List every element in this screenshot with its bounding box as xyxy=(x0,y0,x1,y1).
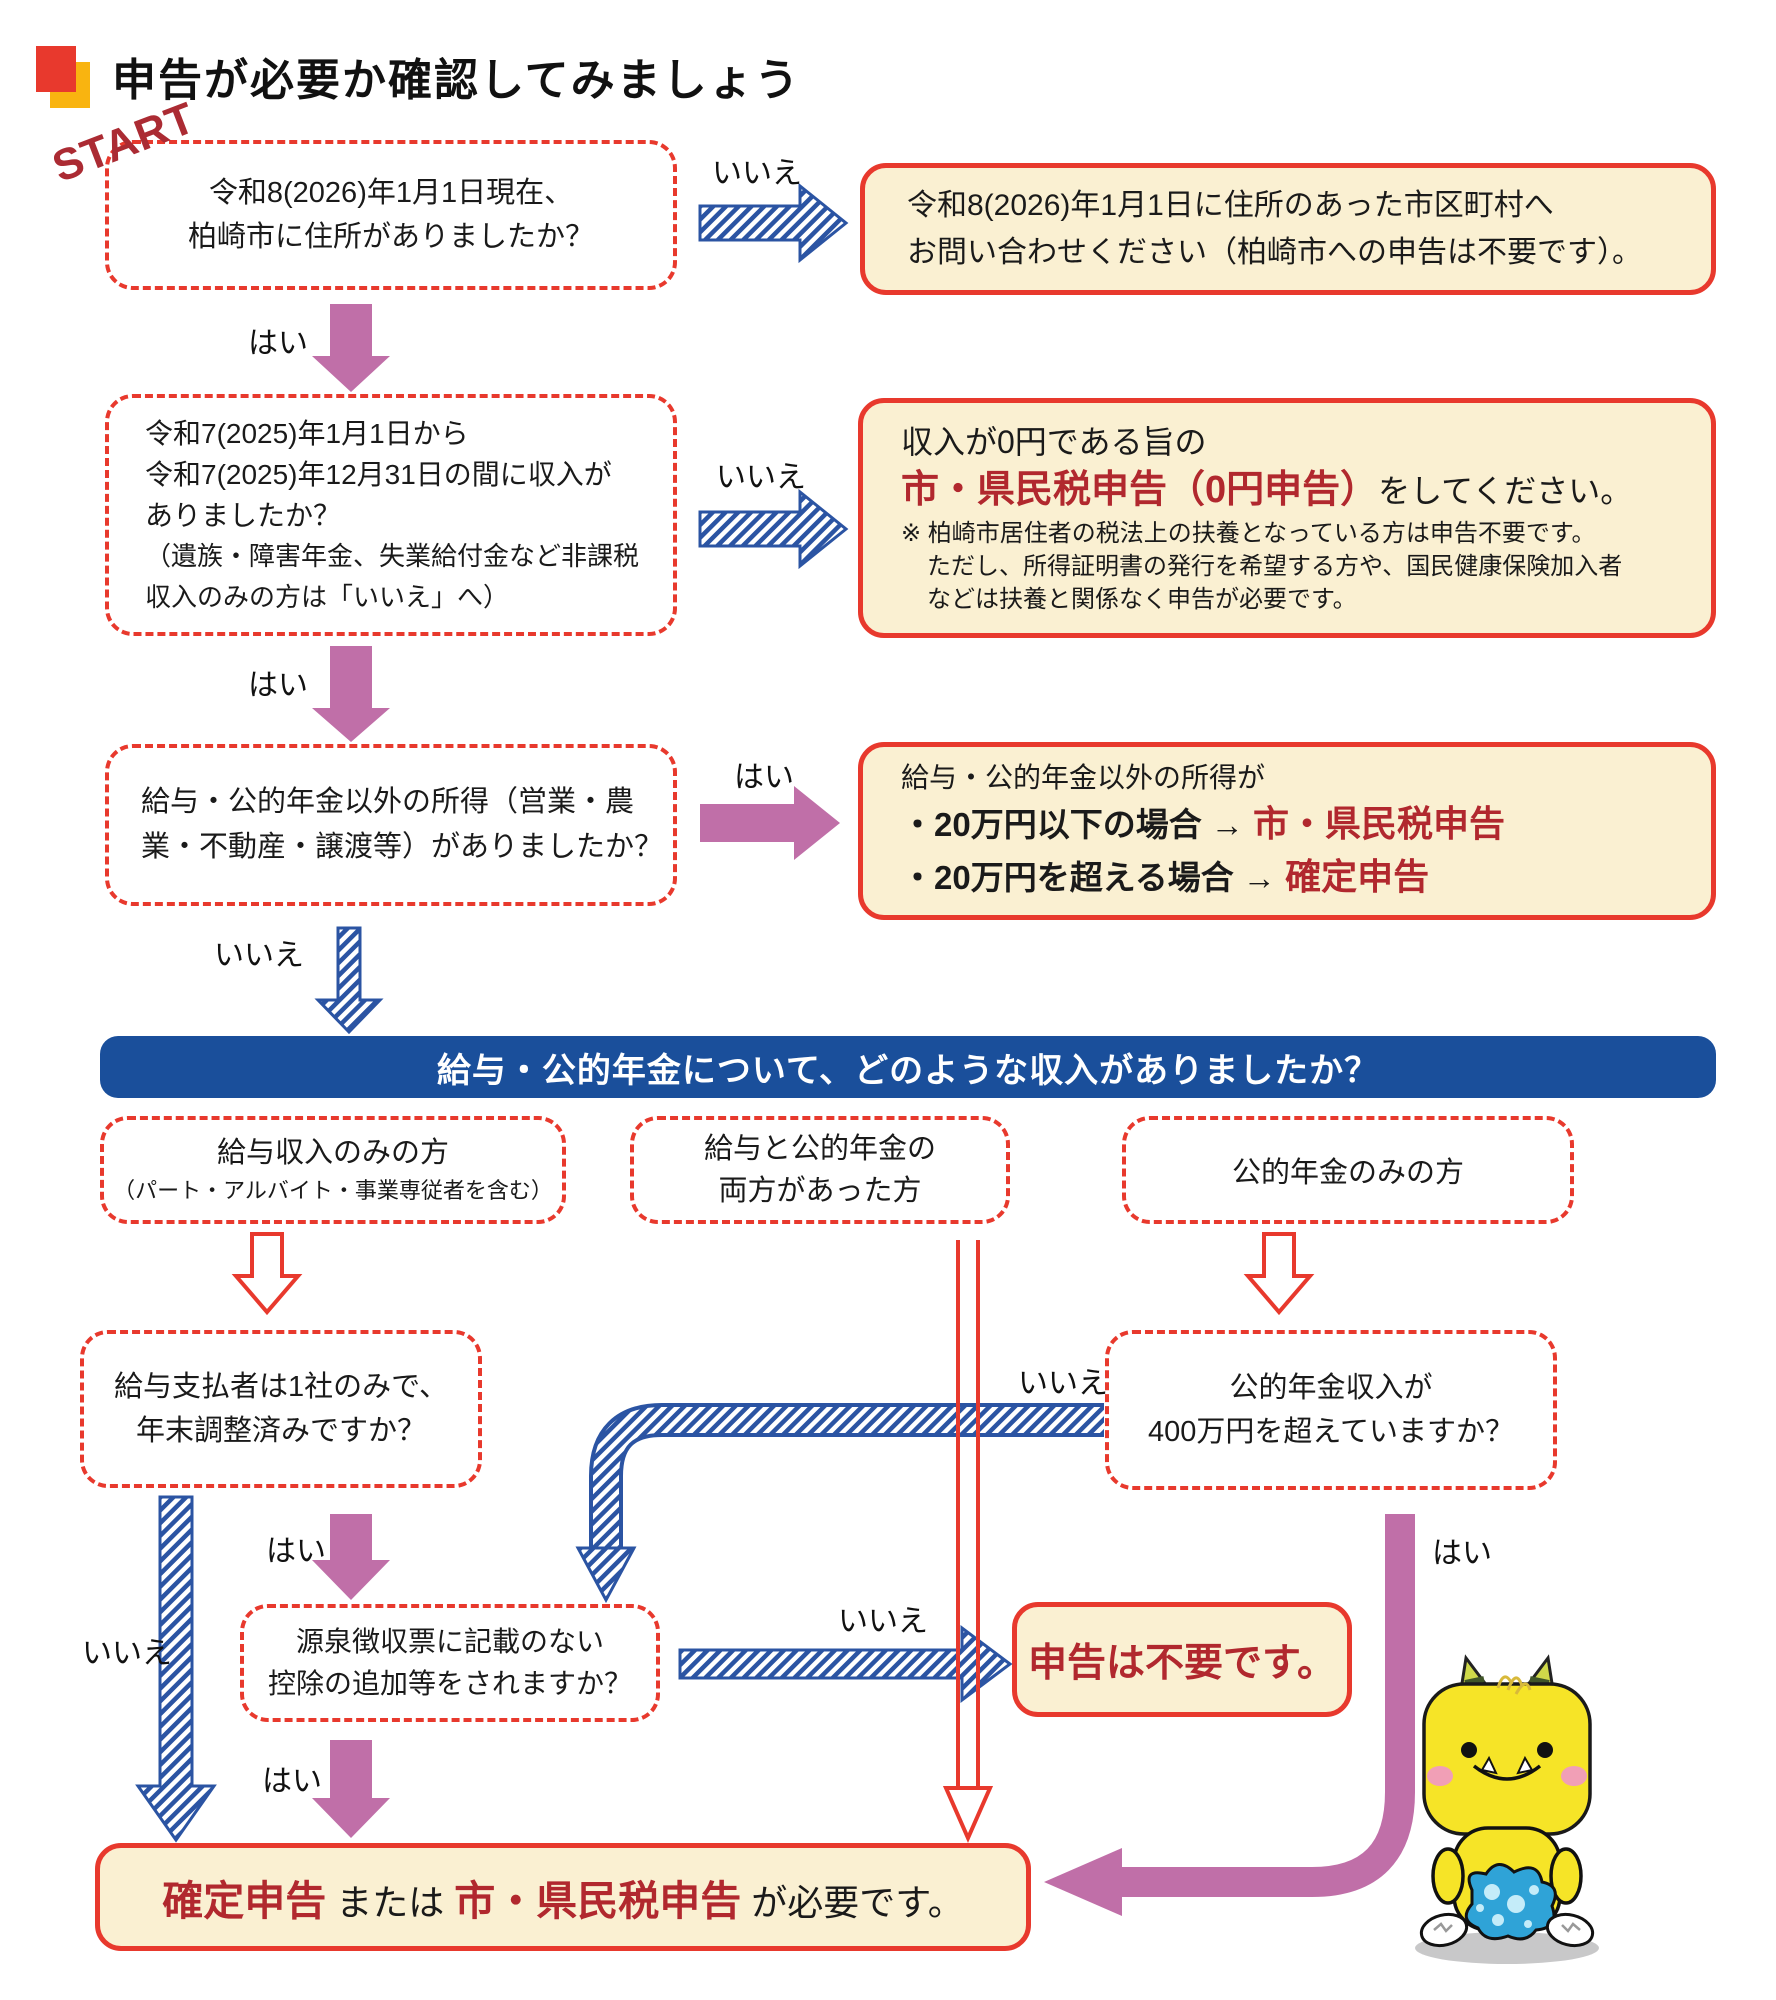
answer-other-municipality-box: 令和8(2026)年1月1日に住所のあった市区町村へ お問い合わせください（柏崎… xyxy=(860,163,1716,295)
question-other-income-line1: 給与・公的年金以外の所得（営業・農 xyxy=(141,786,635,818)
red-outline-arrow-salary-down xyxy=(231,1232,303,1316)
no-label-3: いいえ xyxy=(214,939,304,972)
answer-200k-line2-black: ・20万円以下の場合 → xyxy=(901,806,1254,843)
salary-pension-banner: 給与・公的年金について、どのような収入がありましたか？ xyxy=(100,1036,1716,1098)
question-residence-line1: 令和8(2026)年1月1日現在、 xyxy=(208,177,574,209)
question-other-income-box: 給与・公的年金以外の所得（営業・農 業・不動産・譲渡等）がありましたか？ xyxy=(105,744,677,906)
yes-label-pension: はい xyxy=(1432,1537,1492,1570)
no-declaration-needed-box: 申告は不要です。 xyxy=(1012,1602,1352,1717)
no-label-2: いいえ xyxy=(716,461,806,494)
question-one-employer-line2: 年末調整済みですか？ xyxy=(135,1415,426,1447)
question-one-employer-line1: 給与支払者は1社のみで、 xyxy=(114,1371,448,1403)
final-red-kakutei: 確定申告 xyxy=(162,1878,327,1924)
question-income-line4: （遺族・障害年金、失業給付金など非課税 xyxy=(145,540,640,571)
question-withholding-line1: 源泉徴収票に記載のない xyxy=(295,1626,604,1657)
no-arrow-3-down xyxy=(314,926,384,1035)
no-label-one-employer: いいえ xyxy=(82,1637,172,1670)
answer-other-municipality-line1: 令和8(2026)年1月1日に住所のあった市区町村へ xyxy=(907,189,1554,222)
answer-zero-note2: ただし、所得証明書の発行を希望する方や、国民健康保険加入者 xyxy=(927,553,1623,580)
answer-zero-line1: 収入が0円である旨の xyxy=(901,424,1207,460)
category-pension-only-box: 公的年金のみの方 xyxy=(1122,1116,1574,1224)
no-arrow-2-right xyxy=(698,488,849,570)
yes-arrow-2-down xyxy=(312,646,390,742)
question-other-income-line2: 業・不動産・譲渡等）がありましたか？ xyxy=(141,831,664,863)
category-salary-and-pension-box: 給与と公的年金の 両方があった方 xyxy=(630,1116,1010,1224)
yes-label-one-employer: はい xyxy=(266,1535,326,1568)
title-bullet-red-square xyxy=(36,46,76,92)
answer-zero-line2-black: をしてください。 xyxy=(1378,473,1633,509)
category-pension-only-line1: 公的年金のみの方 xyxy=(1231,1157,1464,1189)
question-income-line5: 収入のみの方は「いいえ」へ） xyxy=(145,581,510,612)
mascot-oni-character xyxy=(1415,1654,1599,1964)
category-salary-and-pension-line2: 両方があった方 xyxy=(718,1175,922,1207)
answer-zero-line2-red: 市・県民税申告（0円申告） xyxy=(901,469,1379,511)
no-label-1: いいえ xyxy=(712,157,802,190)
final-red-shikenminzei: 市・県民税申告 xyxy=(454,1878,742,1924)
no-arrow-pension-curve-head xyxy=(575,1546,637,1604)
answer-zero-declaration-box: 収入が0円である旨の 市・県民税申告（0円申告）をしてください。 ※ 柏崎市居住… xyxy=(858,398,1716,638)
no-arrow-pension-curve-outline xyxy=(589,1403,1104,1550)
yes-arrow-pension-curve-head xyxy=(1044,1848,1122,1916)
yes-label-2: はい xyxy=(248,669,308,702)
category-salary-only-box: 給与収入のみの方 （パート・アルバイト・事業専従者を含む） xyxy=(100,1116,566,1224)
no-label-pension: いいえ xyxy=(1018,1367,1108,1400)
red-outline-arrow-both-head xyxy=(942,1786,994,1843)
no-label-withholding: いいえ xyxy=(838,1605,928,1638)
question-income-box: 令和7(2025)年1月1日から 令和7(2025)年12月31日の間に収入が … xyxy=(105,394,677,636)
question-income-line3: ありましたか？ xyxy=(145,499,342,531)
question-pension-4m-line2: 400万円を超えていますか？ xyxy=(1148,1416,1514,1448)
no-declaration-needed-text: 申告は不要です。 xyxy=(1027,1641,1337,1685)
final-declaration-box: 確定申告 または 市・県民税申告 が必要です。 xyxy=(95,1843,1031,1951)
final-mid: または xyxy=(326,1882,455,1923)
no-arrow-1-right xyxy=(698,182,849,264)
answer-200k-box: 給与・公的年金以外の所得が ・20万円以下の場合 → 市・県民税申告 ・20万円… xyxy=(858,742,1716,920)
answer-200k-line3-red: 確定申告 xyxy=(1285,856,1430,897)
category-salary-only-line2: （パート・アルバイト・事業専従者を含む） xyxy=(113,1178,553,1203)
question-residence-box: 令和8(2026)年1月1日現在、 柏崎市に住所がありましたか？ xyxy=(105,140,677,290)
answer-200k-line1: 給与・公的年金以外の所得が xyxy=(901,762,1266,793)
answer-zero-line2: 市・県民税申告（0円申告）をしてください。 xyxy=(901,464,1711,517)
question-one-employer-box: 給与支払者は1社のみで、 年末調整済みですか？ xyxy=(80,1330,482,1488)
answer-zero-note3: などは扶養と関係なく申告が必要です。 xyxy=(927,586,1357,613)
yes-label-1: はい xyxy=(248,327,308,360)
question-withholding-slip-box: 源泉徴収票に記載のない 控除の追加等をされますか？ xyxy=(240,1604,660,1722)
question-withholding-line2: 控除の追加等をされますか？ xyxy=(267,1668,632,1699)
red-outline-arrow-pension-down xyxy=(1243,1232,1315,1316)
answer-200k-line2: ・20万円以下の場合 → 市・県民税申告 xyxy=(901,798,1711,851)
answer-zero-note1: ※ 柏崎市居住者の税法上の扶養となっている方は申告不要です。 xyxy=(901,520,1596,547)
yes-label-3: はい xyxy=(734,761,794,794)
red-outline-line-both-down xyxy=(956,1240,980,1788)
category-salary-and-pension-line1: 給与と公的年金の xyxy=(703,1133,936,1165)
yes-arrow-1-down xyxy=(312,304,390,392)
yes-arrow-withholding-out-down xyxy=(312,1740,390,1838)
yes-label-withholding: はい xyxy=(262,1765,322,1798)
category-salary-only-line1: 給与収入のみの方 xyxy=(216,1137,449,1169)
question-pension-4m-box: 公的年金収入が 400万円を超えていますか？ xyxy=(1105,1330,1557,1490)
question-pension-4m-line1: 公的年金収入が xyxy=(1229,1372,1433,1404)
page-title: 申告が必要か確認してみましょう xyxy=(112,56,801,105)
answer-200k-line3-black: ・20万円を超える場合 → xyxy=(901,859,1286,896)
no-arrow-pension-curve-stripes xyxy=(593,1407,1104,1550)
yes-arrow-3-right xyxy=(700,786,840,860)
answer-200k-line2-red: 市・県民税申告 xyxy=(1253,803,1506,844)
question-residence-line2: 柏崎市に住所がありましたか？ xyxy=(187,221,594,253)
question-income-line1: 令和7(2025)年1月1日から xyxy=(145,417,469,449)
final-end: が必要です。 xyxy=(741,1882,964,1923)
question-income-line2: 令和7(2025)年12月31日の間に収入が xyxy=(145,458,612,490)
answer-200k-line3: ・20万円を超える場合 → 確定申告 xyxy=(901,851,1711,904)
answer-other-municipality-line2: お問い合わせください（柏崎市への申告は不要です）。 xyxy=(907,236,1642,269)
final-declaration-text: 確定申告 または 市・県民税申告 が必要です。 xyxy=(162,1867,963,1927)
